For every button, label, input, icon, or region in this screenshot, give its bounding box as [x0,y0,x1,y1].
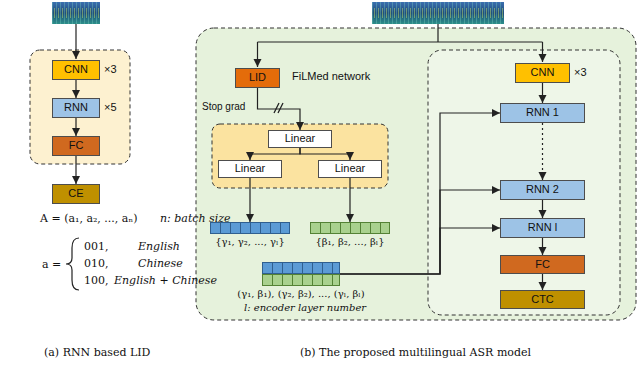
repeat-count: ×3 [574,66,587,79]
linear-group [212,124,388,188]
node-text: CTC [531,293,554,306]
node-text: LID [249,71,266,84]
fc-layer: FC [500,255,585,274]
cnn-block: CNN [52,60,100,80]
node-text: {γ₁, γ₂, ..., γₗ} [215,236,285,249]
node-text: (γ₁, β₁), (γ₂, β₂), ..., (γₗ, βₗ) [237,288,364,301]
label-code: 010, [84,257,109,270]
node-text: FC [69,139,84,152]
connector [542,83,543,103]
connector [75,118,76,136]
label-code: 100, [84,274,109,287]
node-text: CNN [531,66,555,79]
language-name: English [138,240,180,253]
spectrogram-texture [372,2,504,24]
film-network-region [196,28,636,320]
stop-grad-slash [274,103,283,113]
lid-block: LID [235,68,280,88]
rnn-layer: RNN 1 [500,103,585,123]
node-text: RNN 2 [526,183,559,196]
network-name: FiLMed network [292,70,370,83]
node-text: Linear [285,132,316,145]
node-text: CNN [64,63,88,76]
gamma-vector: {γ₁, γ₂, ..., γₗ} [210,222,290,249]
formula: a = [42,258,61,271]
node-text: Linear [235,162,266,175]
connector [75,80,76,98]
spectrogram [52,2,100,24]
node-text: RNN 1 [526,106,559,119]
connector [349,178,350,222]
linear-layer: Linear [218,160,282,178]
node-text: {β₁, β₂, ..., βₗ} [315,236,384,249]
connector [340,228,500,274]
label-code: 001, [84,240,109,253]
vector-cells [262,262,340,286]
connector [542,238,543,255]
vector-row [262,274,340,286]
stop-grad-mark [274,103,283,113]
connector [258,88,301,130]
connector [340,113,500,274]
vector-cells [310,222,390,234]
linear-layer: Linear [268,130,332,148]
rnn-layer: RNN l [500,218,585,238]
input-arrow [75,24,76,59]
edge-label: Stop grad [201,101,246,113]
repeat-count: ×3 [104,63,117,76]
spectrogram-texture [52,2,100,24]
formula-note: n: batch size [160,212,231,225]
formula-note: l: encoder layer number [244,302,366,314]
linear-layer: Linear [318,160,382,178]
node-text: RNN l [528,221,557,234]
connector [542,274,543,290]
node-text: RNN [64,101,88,114]
spectrogram [372,2,504,24]
connector [300,148,350,160]
cnn-block: CNN [515,63,570,83]
connector [542,123,543,180]
connector [542,200,543,218]
caption: (a) RNN based LID [44,346,150,359]
brace [66,238,79,290]
film-param-vector: (γ₁, β₁), (γ₂, β₂), ..., (γₗ, βₗ) [237,262,364,301]
connector [249,178,250,222]
language-name: English + Chinese [114,274,217,287]
input-wire [258,24,543,42]
rnn-block: RNN [52,98,100,118]
ctc-loss: CTC [500,290,585,309]
lid-encoder-group [30,50,130,164]
caption: (b) The proposed multilingual ASR model [300,346,531,359]
fc-layer: FC [52,136,100,156]
node-text: FC [535,258,550,271]
connector [250,148,300,160]
formula: A = (a₁, a₂, ..., aₙ) [40,212,137,225]
connector [75,156,76,184]
input-arrow [542,42,543,62]
input-arrow [257,42,258,67]
language-name: Chinese [138,257,183,270]
vector-row [262,262,340,274]
repeat-count: ×5 [104,101,117,114]
ce-loss: CE [52,184,100,204]
node-text: CE [68,187,83,200]
beta-vector: {β₁, β₂, ..., βₗ} [310,222,390,249]
node-text: Linear [335,162,366,175]
asr-group [428,50,620,315]
rnn-layer: RNN 2 [500,180,585,200]
